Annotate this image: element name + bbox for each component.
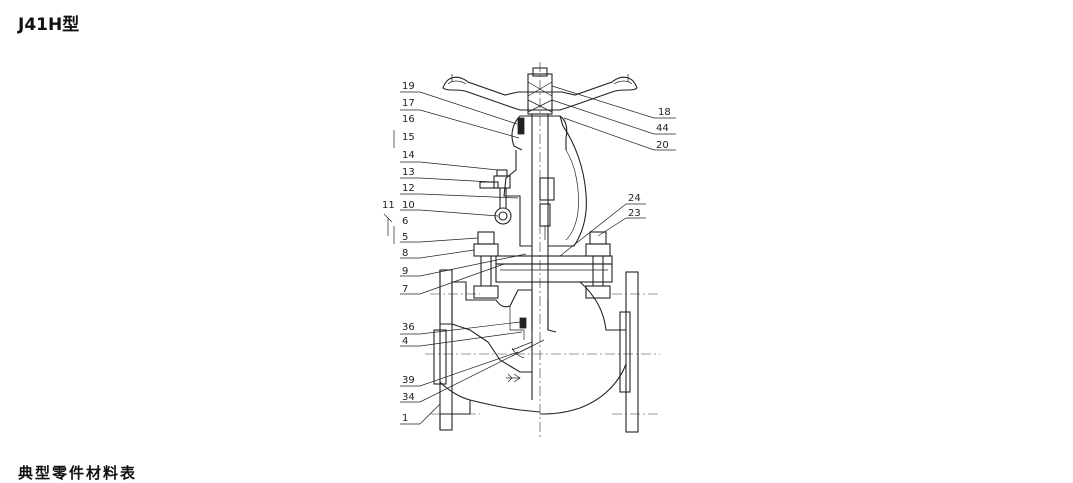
part-label: 14 [402, 150, 415, 161]
part-label: 19 [402, 81, 415, 92]
yoke-bonnet [503, 115, 587, 247]
valve-body [433, 269, 639, 433]
part-label: 12 [402, 183, 415, 194]
part-label: 4 [402, 336, 408, 347]
part-label: 16 [402, 114, 415, 125]
bonnet-flange-bolts [473, 231, 613, 299]
part-label: 15 [402, 132, 415, 143]
leader-lines [383, 85, 676, 425]
part-labels: 19 17 16 15 14 13 12 11 10 6 5 8 9 7 36 … [382, 81, 671, 424]
part-label: 39 [402, 375, 415, 386]
part-label: 17 [402, 98, 415, 109]
part-label: 18 [658, 107, 671, 118]
part-label: 13 [402, 167, 415, 178]
part-label: 6 [402, 216, 408, 227]
part-label: 9 [402, 266, 408, 277]
part-label: 34 [402, 392, 415, 403]
part-label: 20 [656, 140, 669, 151]
part-label: 7 [402, 284, 408, 295]
part-label: 5 [402, 232, 408, 243]
part-label: 23 [628, 208, 641, 219]
part-label: 1 [402, 413, 408, 424]
handwheel [442, 67, 638, 115]
part-label: 8 [402, 248, 408, 259]
part-label: 44 [656, 123, 669, 134]
part-label: 11 [382, 200, 395, 211]
part-label: 10 [402, 200, 415, 211]
part-label: 24 [628, 193, 641, 204]
part-label: 36 [402, 322, 415, 333]
page-title: J41H型 [18, 15, 80, 35]
section-heading: 典型零件材料表 [18, 464, 138, 482]
